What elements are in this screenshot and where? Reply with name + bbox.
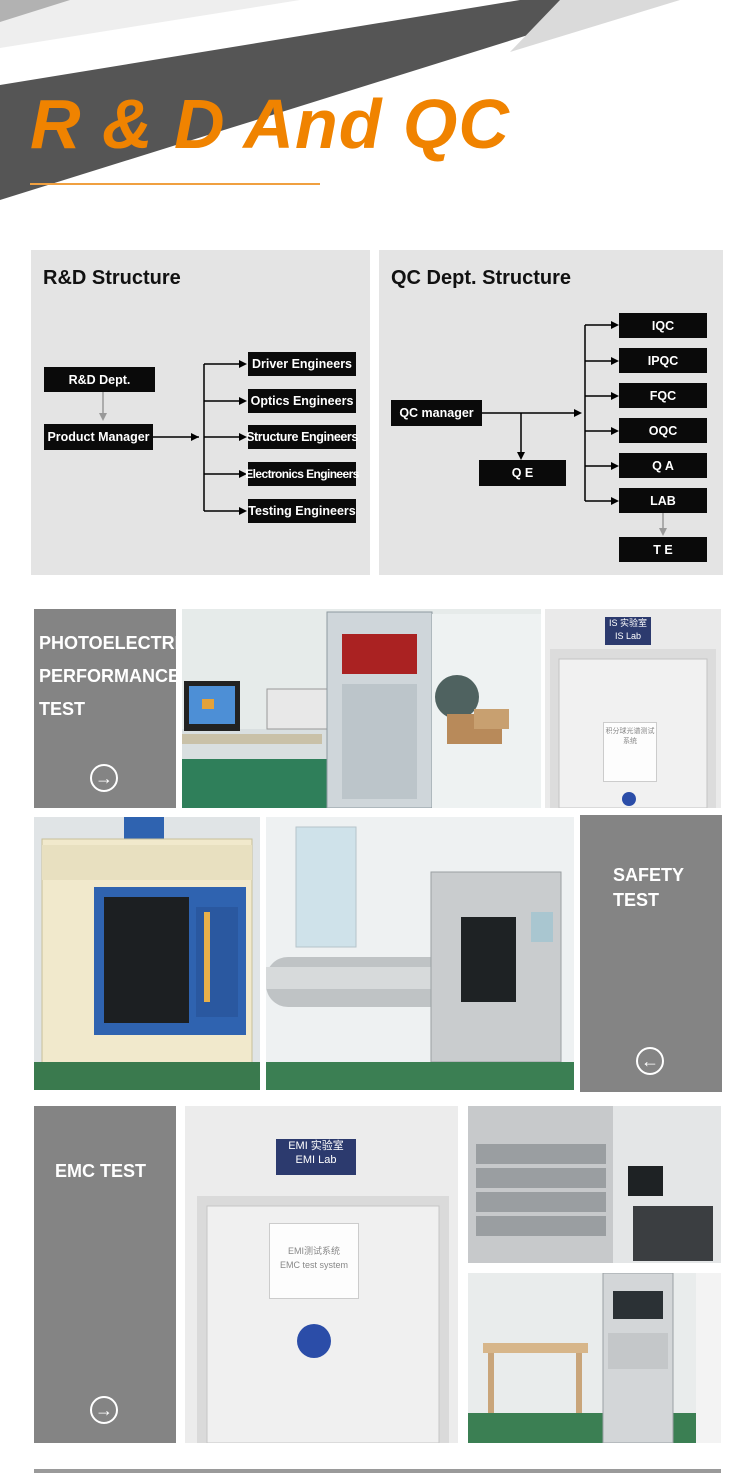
- lab-box: LAB: [619, 488, 707, 513]
- qc-structure-title: QC Dept. Structure: [391, 267, 572, 289]
- arrow-right-circle-icon[interactable]: →: [90, 764, 118, 792]
- emc-analyzer-image: [468, 1273, 721, 1443]
- is-lab-sign: IS 实验室 IS Lab: [605, 617, 651, 645]
- emi-lab-paper: EMI测试系统 EMC test system: [269, 1223, 359, 1299]
- climate-chamber-image: [266, 817, 574, 1090]
- testing-engineers-box: Testing Engineers: [248, 499, 356, 523]
- qc-manager-box: QC manager: [391, 400, 482, 426]
- is-lab-paper: 积分球光谱测试系统: [603, 722, 657, 782]
- qa-box: Q A: [619, 453, 707, 478]
- photoelectric-lab-image: [182, 609, 541, 808]
- rd-structure-title: R&D Structure: [43, 267, 181, 289]
- emc-analyzer-photo: [468, 1273, 721, 1443]
- header-graphic: [0, 0, 680, 200]
- is-lab-door-photo: IS 实验室 IS Lab 积分球光谱测试系统: [545, 609, 721, 808]
- te-box: T E: [619, 537, 707, 562]
- optics-engineers-box: Optics Engineers: [248, 389, 356, 413]
- photoelectric-lab-photo: [182, 609, 541, 808]
- arrow-right-circle-icon[interactable]: →: [90, 1396, 118, 1424]
- emc-test-label: EMC TEST: [55, 1161, 147, 1181]
- safety-test-tile[interactable]: SAFETY TEST ←: [580, 815, 722, 1092]
- emc-test-tile[interactable]: EMC TEST →: [34, 1106, 176, 1443]
- electronics-engineers-box: Electronics Engineers: [245, 462, 359, 486]
- qc-structure-panel: QC Dept. Structure QC manager Q E IQC IP…: [379, 250, 723, 575]
- photoelectric-test-label: PHOTOELECTRIC PERFORMANCE TEST: [39, 633, 193, 719]
- fqc-box: FQC: [619, 383, 707, 408]
- product-manager-box: Product Manager: [44, 424, 153, 450]
- emi-lab-sign: EMI 实验室 EMI Lab: [276, 1139, 356, 1175]
- title-underline: [30, 183, 320, 185]
- rd-structure-panel: R&D Structure R&D Dept. Product Manager …: [31, 250, 370, 575]
- photoelectric-test-tile[interactable]: PHOTOELECTRIC PERFORMANCE TEST →: [34, 609, 193, 808]
- safety-test-label: SAFETY TEST: [613, 865, 685, 910]
- emi-lab-door-photo: EMI 实验室 EMI Lab EMI测试系统 EMC test system: [185, 1106, 458, 1443]
- climate-chamber-photo: [266, 817, 574, 1090]
- driver-engineers-box: Driver Engineers: [248, 352, 356, 376]
- emc-power-rack-image: [468, 1106, 721, 1263]
- qe-box: Q E: [479, 460, 566, 486]
- emc-power-rack-photo: [468, 1106, 721, 1263]
- glow-wire-tester-image: [34, 817, 260, 1090]
- page-title: R & D And QC: [30, 85, 510, 163]
- iqc-box: IQC: [619, 313, 707, 338]
- structure-engineers-box: Structure Engineers: [246, 425, 358, 449]
- ipqc-box: IPQC: [619, 348, 707, 373]
- glow-wire-tester-photo: [34, 817, 260, 1090]
- rd-dept-box: R&D Dept.: [44, 367, 155, 392]
- rd-connectors: [99, 360, 247, 515]
- next-row-edge: [34, 1469, 721, 1473]
- oqc-box: OQC: [619, 418, 707, 443]
- arrow-left-circle-icon[interactable]: ←: [636, 1047, 664, 1075]
- qc-connectors: [482, 321, 667, 536]
